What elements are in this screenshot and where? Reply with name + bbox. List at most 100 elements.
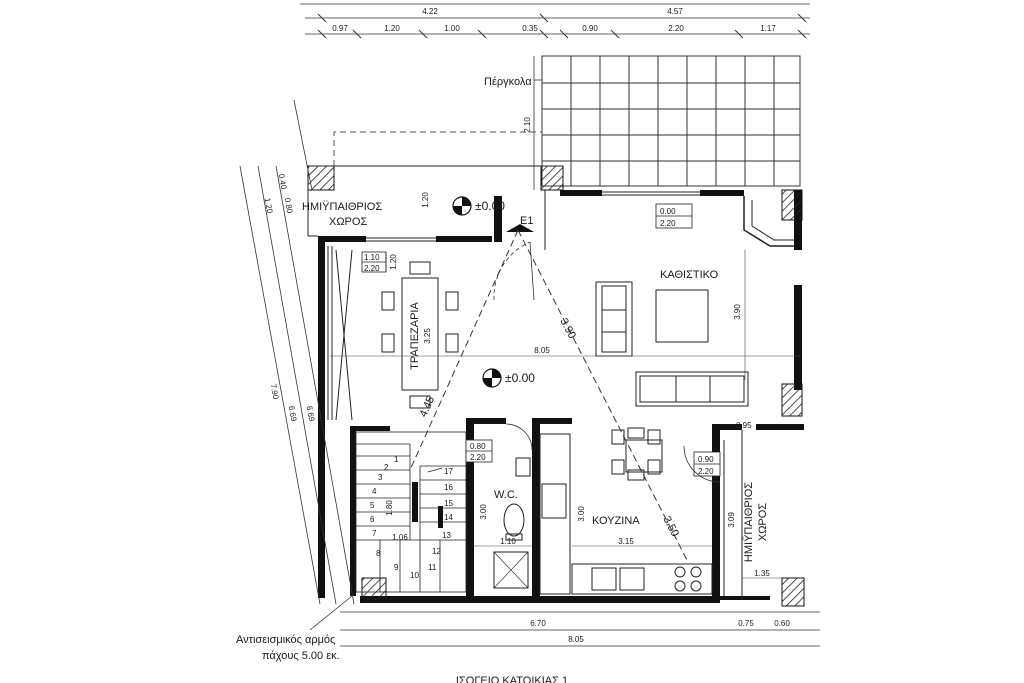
pergola-depth-dim: 2.10 [523,117,532,133]
top-dimension-lines [300,3,810,39]
dining-dim: 3.25 [423,328,432,344]
semi-outdoor-right-line2: ΧΩΡΟΣ [757,503,769,541]
stair-landing-posts [412,482,443,528]
entrance-door[interactable] [493,224,535,301]
stair-step-13: 13 [442,531,451,540]
pergola-label: Πέργκολα [484,76,532,88]
dining-window-height: 2.20 [364,264,380,273]
bottom-dim-seg3: 0.60 [774,619,790,628]
living-depth-dim: 3.90 [733,304,742,320]
wc-door-height: 2.20 [470,453,486,462]
level-center-label: ±0.00 [505,371,535,385]
joint-note-line2: πάχους 5.00 εκ. [262,650,340,662]
level-marker-center [482,368,502,388]
stair-step-9: 9 [394,563,399,572]
living-label: ΚΑΘΙΣΤΙΚΟ [660,269,719,281]
semi-outdoor-right-depth: 3.09 [727,512,736,528]
stair-step-4: 4 [372,487,377,496]
diagonal-lower-dim: 3.50 [660,514,681,539]
kitchen-table [611,427,663,481]
dining-window-sill: 1.10 [364,253,380,262]
left-dim-outer: 7.90 [269,383,281,400]
kitchen-width-dim: 3.15 [618,537,634,546]
living-window-height: 2.20 [660,219,676,228]
stair-step-1: 1 [394,455,399,464]
semi-outdoor-right-line1: ΗΜΙΫΠΑΙΘΡΙΟΣ [743,482,755,562]
left-dim-inner: 6.69 [305,405,317,422]
diagonal-upper-dim: 3.90 [557,316,578,341]
wc-shower [493,551,529,589]
stair-step-5: 5 [370,501,375,510]
kitchen-counter-bottom [571,563,713,595]
wc-door-width: 0.80 [470,442,486,451]
entrance-mark: E1 [520,215,533,227]
dining-window-width: 1.20 [389,254,398,270]
dining-label: ΤΡΑΠΕΖΑΡΙΑ [409,302,421,370]
staircase [355,431,467,593]
living-bay-window [743,196,794,247]
wc-depth-dim: 3.00 [479,504,488,520]
stair-step-dim: 1.06 [392,533,408,542]
stair-step-8: 8 [376,549,381,558]
living-window-sill: 0.00 [660,207,676,216]
stair-step-6: 6 [370,515,375,524]
semi-outdoor-right-width: 1.35 [754,569,770,578]
diagonal-dimension-lines [409,229,689,563]
sofa-vertical [595,281,633,357]
level-marker-top [452,196,472,216]
bottom-dim-total: 8.05 [568,635,584,644]
stair-step-12: 12 [432,547,441,556]
top-dim-5: 2.20 [668,24,684,33]
stair-width-dim: 1.80 [385,500,394,516]
left-dim-middle: 6.69 [287,405,299,422]
left-dim-top2: 1.20 [263,197,275,214]
kitchen-counter-left [539,433,571,595]
left-dim-top1: 0.40 [277,173,289,190]
dining-table [381,261,459,409]
inner-width-dim: 8.05 [534,346,550,355]
wc-width-dim: 1.10 [500,537,516,546]
top-dim-6: 1.17 [760,24,776,33]
small-right-dim: 0.95 [736,421,752,430]
stair-step-11: 11 [428,563,437,572]
right-door-swing[interactable] [683,445,721,483]
wc-door-swing[interactable] [505,423,533,451]
top-overall-right-dim: 4.57 [667,7,683,16]
semi-outdoor-top-outline [307,165,563,250]
right-door-height: 2.20 [698,467,714,476]
joint-leader-line [309,595,353,631]
semi-outdoor-top-depth: 1.20 [421,192,430,208]
semi-outdoor-right-outline [723,430,743,600]
left-dim-top3: 0.80 [283,197,295,214]
level-top-label: ±0.00 [475,199,505,213]
stair-step-3: 3 [378,473,383,482]
stair-step-14: 14 [444,513,453,522]
wc-sink [515,457,531,477]
wc-toilet [503,503,525,537]
stair-step-10: 10 [410,571,419,580]
top-dim-3: 0.35 [522,24,538,33]
coffee-table [655,289,709,343]
top-dim-2: 1.00 [444,24,460,33]
canopy-outline [333,131,542,166]
bottom-dim-seg1: 6.70 [530,619,546,628]
top-overall-left-dim: 4.22 [422,7,438,16]
joint-note-line1: Αντισεισμικός αρμός [236,634,335,646]
right-door-width: 0.90 [698,455,714,464]
pergola-grid [541,55,801,187]
stair-step-2: 2 [384,463,389,472]
bottom-dim-seg2: 0.75 [738,619,754,628]
semi-outdoor-top-line2: ΧΩΡΟΣ [329,216,367,228]
kitchen-label: ΚΟΥΖΙΝΑ [592,515,640,527]
living-window [602,191,700,196]
dining-side-window [327,246,353,421]
stair-step-15: 15 [444,499,453,508]
stair-step-7: 7 [372,529,377,538]
left-dimension-lines [239,99,355,605]
bottom-dimension-lines [340,611,820,647]
drawing-title: ΙΣΟΓΕΙΟ ΚΑΤΟΙΚΙΑΣ 1 [456,675,568,683]
walls [318,190,804,603]
top-dim-0: 0.97 [332,24,348,33]
stair-step-17: 17 [444,467,453,476]
